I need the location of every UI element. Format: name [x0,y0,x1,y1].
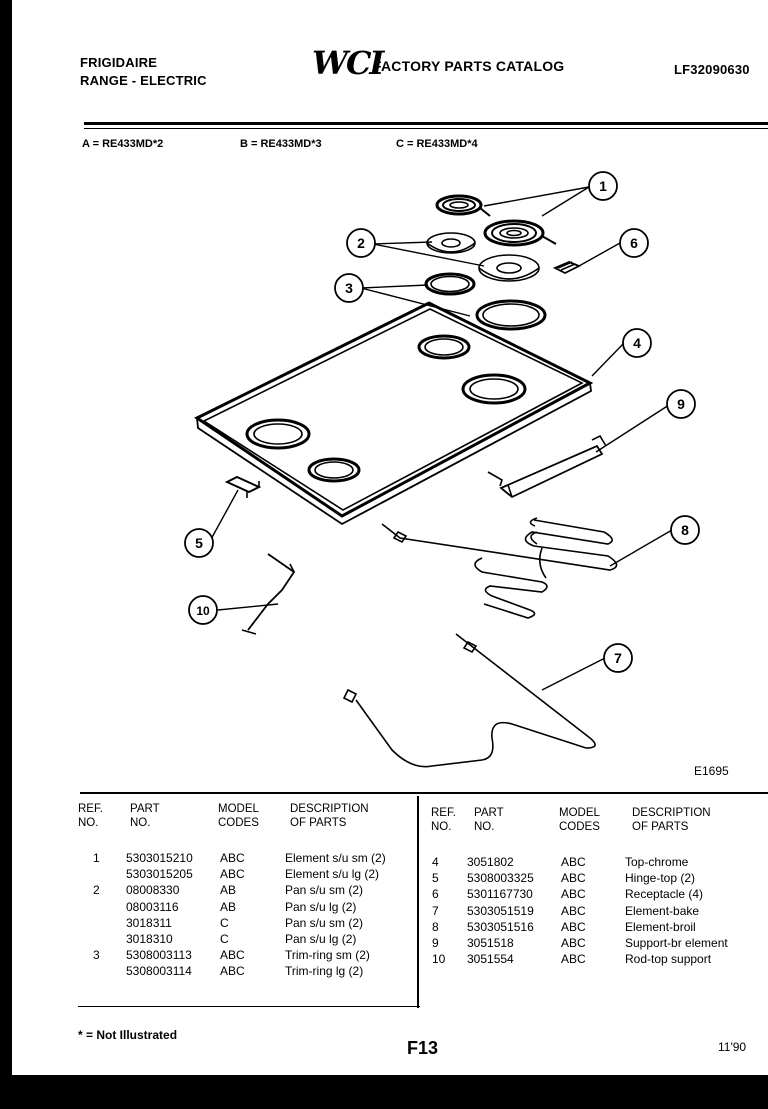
trim-ring-small [424,272,476,296]
rod-top-support [241,553,296,635]
product-type: RANGE - ELECTRIC [80,73,207,88]
callout-4 [622,328,652,358]
svg-text:10: 10 [196,604,210,618]
exploded-parts-diagram: 1 2 6 3 4 9 8 5 10 7 [184,171,700,768]
callout-5 [184,528,214,558]
brand-name: FRIGIDAIRE [80,55,158,70]
col-desc: DESCRIPTION OF PARTS [290,803,369,829]
model-a: A = RE433MD*2 [82,138,164,150]
col-part: PART NO. [130,803,160,829]
receptacle [552,261,582,275]
svg-text:6: 6 [630,235,638,251]
callout-3 [334,273,364,303]
brand-block: FRIGIDAIRE RANGE - ELECTRIC [80,54,207,90]
catalog-title: FACTORY PARTS CATALOG [373,58,565,74]
col-part-right: PART NO. [474,807,504,833]
svg-text:2: 2 [357,235,365,251]
drip-pan-small [426,232,476,254]
callout-10 [188,595,218,625]
page-number: F13 [407,1038,439,1058]
col-model: MODEL CODES [218,803,259,829]
table-divider [417,796,419,1008]
top-chrome [194,301,594,526]
support-bracket [487,434,607,499]
table-top-rule [80,792,768,794]
trim-ring-large [475,299,547,331]
callout-8 [670,515,700,545]
col-desc-right: DESCRIPTION OF PARTS [632,807,711,833]
table-bottom-rule [78,1006,420,1007]
callout-2 [346,228,376,258]
header-rule [84,122,768,125]
drip-pan-large [478,254,540,282]
broil-element [381,517,618,619]
callout-9 [666,389,696,419]
col-ref-right: REF. NO. [431,807,456,833]
model-b: B = RE433MD*3 [240,138,322,150]
svg-text:4: 4 [633,335,641,351]
col-model-right: MODEL CODES [559,807,600,833]
hinge-top [224,475,262,498]
svg-text:3: 3 [345,280,353,296]
col-ref: REF. NO. [78,803,103,829]
svg-text:7: 7 [614,650,622,666]
catalog-page: FRIGIDAIRE RANGE - ELECTRIC WCI FACTORY … [12,0,768,1075]
model-c: C = RE433MD*4 [396,138,478,150]
drawing-number: E1695 [694,764,729,778]
header-rule-thin [84,128,768,129]
surface-element-small [435,194,491,217]
callout-1 [588,171,618,201]
svg-text:5: 5 [195,535,203,551]
left-desc-col: Element s/u sm (2)Element s/u lg (2)Pan … [285,851,386,979]
callout-7 [603,643,633,673]
revision-date: 11'90 [718,1040,747,1054]
bake-element [342,633,596,768]
callout-6 [619,228,649,258]
catalog-number: LF32090630 [674,62,750,77]
surface-element-large [483,219,557,247]
wci-logo: WCI [312,44,384,82]
svg-text:8: 8 [681,522,689,538]
svg-text:1: 1 [599,178,607,194]
footnote: * = Not Illustrated [78,1028,178,1042]
svg-text:9: 9 [677,396,685,412]
